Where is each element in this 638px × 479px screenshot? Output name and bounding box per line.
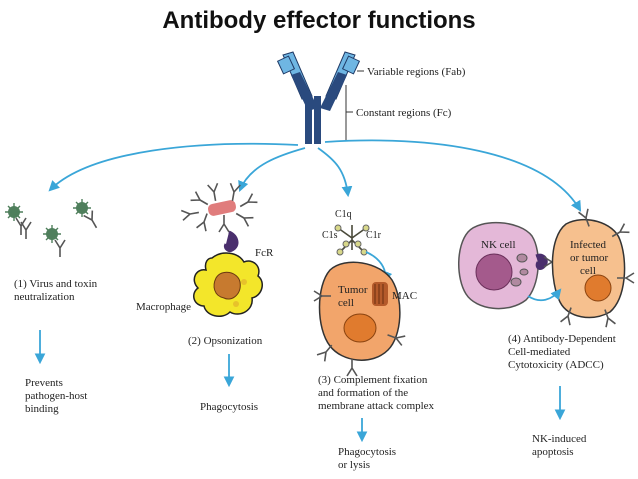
arrow-to-neutralization: [48, 142, 299, 192]
fcr-label: FcR: [255, 247, 274, 259]
panel3-outcome-line1: Phagocytosis: [338, 446, 396, 458]
virus-icon: [5, 199, 102, 258]
panel4-outcome-line1: NK-induced: [532, 433, 587, 445]
panel1-outcome-line2: pathogen-host: [25, 390, 87, 402]
tumor-cell-label-line1: Tumor: [338, 284, 368, 296]
infected-cell-label-line2: or tumor: [570, 252, 609, 264]
panel1-outcome-line3: binding: [25, 403, 59, 415]
panel3-caption-line3: membrane attack complex: [318, 400, 435, 412]
infected-cell-label-line1: Infected: [570, 239, 607, 251]
nk-cell-label: NK cell: [481, 239, 516, 251]
tumor-cell-label-line2: cell: [338, 297, 354, 309]
variable-regions-label: Variable regions (Fab): [367, 66, 466, 78]
mac-label: MAC: [392, 290, 417, 302]
panel4-caption-line3: Cytotoxicity (ADCC): [508, 359, 604, 371]
constant-regions-label: Constant regions (Fc): [356, 107, 452, 119]
mac-pore-icon: [372, 282, 388, 306]
panel2-caption: (2) Opsonization: [188, 335, 263, 347]
panel4-caption-line2: Cell-mediated: [508, 346, 571, 358]
antibody-icon: [276, 51, 361, 144]
panel3-outcome-line2: or lysis: [338, 459, 370, 471]
c1r-label: C1r: [366, 230, 382, 241]
panel1-caption-line1: (1) Virus and toxin: [14, 278, 98, 290]
adcc-kill-arrow: [527, 288, 562, 302]
opsonized-particle-icon: [180, 182, 259, 233]
arrow-to-complement: [317, 147, 353, 198]
panel4-outcome-line2: apoptosis: [532, 446, 574, 458]
arrow-to-opsonization: [238, 147, 306, 193]
c1-complex-icon: [334, 224, 370, 256]
c1s-label: C1s: [322, 230, 338, 241]
panel3-caption-line2: and formation of the: [318, 387, 408, 399]
panel2-outcome: Phagocytosis: [200, 401, 258, 413]
adcc-fc-receptor-icon: [535, 253, 548, 270]
arrow-to-adcc: [324, 139, 582, 212]
macrophage-label: Macrophage: [136, 301, 191, 313]
panel1-outcome-line1: Prevents: [25, 377, 63, 389]
fc-receptor-icon: [224, 230, 239, 252]
panel1-caption-line2: neutralization: [14, 291, 75, 303]
panel3-caption-line1: (3) Complement fixation: [318, 374, 428, 386]
diagram-title: Antibody effector functions: [162, 7, 475, 34]
panel4-caption-line1: (4) Antibody-Dependent: [508, 333, 616, 345]
c1q-label: C1q: [335, 209, 352, 220]
infected-cell-label-line3: cell: [580, 265, 596, 277]
macrophage-nucleus-icon: [213, 271, 241, 300]
